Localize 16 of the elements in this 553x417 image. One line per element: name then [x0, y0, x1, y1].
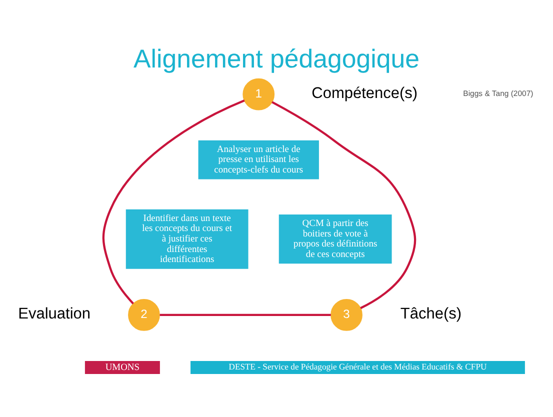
node-circle: 2 [128, 299, 160, 331]
node-box: Analyser un article de presse en utilisant les concepts-clefs du cours [198, 140, 319, 180]
node-circle: 1 [242, 78, 275, 110]
node-label: Evaluation [18, 306, 91, 323]
node-box: Identifier dans un texte les concepts du cours et à justifier ces différentes identifications [126, 209, 248, 269]
diagram-title: Alignement pédagogique [134, 46, 420, 74]
node-circle: 3 [330, 299, 362, 331]
node-label: Tâche(s) [400, 306, 462, 323]
label: Biggs & Tang (2007) [463, 89, 534, 98]
connector [160, 314, 331, 316]
label: DESTE - Service de Pédagogie Générale et des Médias Educatifs & CFPU [228, 362, 487, 372]
connector [102, 100, 245, 304]
node-label: Compétence(s) [312, 85, 418, 102]
connector [272, 101, 416, 310]
label: UMONS [105, 362, 140, 373]
node-box: QCM à partir des boitiers de vote à propos des définitions de ces concepts [278, 214, 392, 264]
